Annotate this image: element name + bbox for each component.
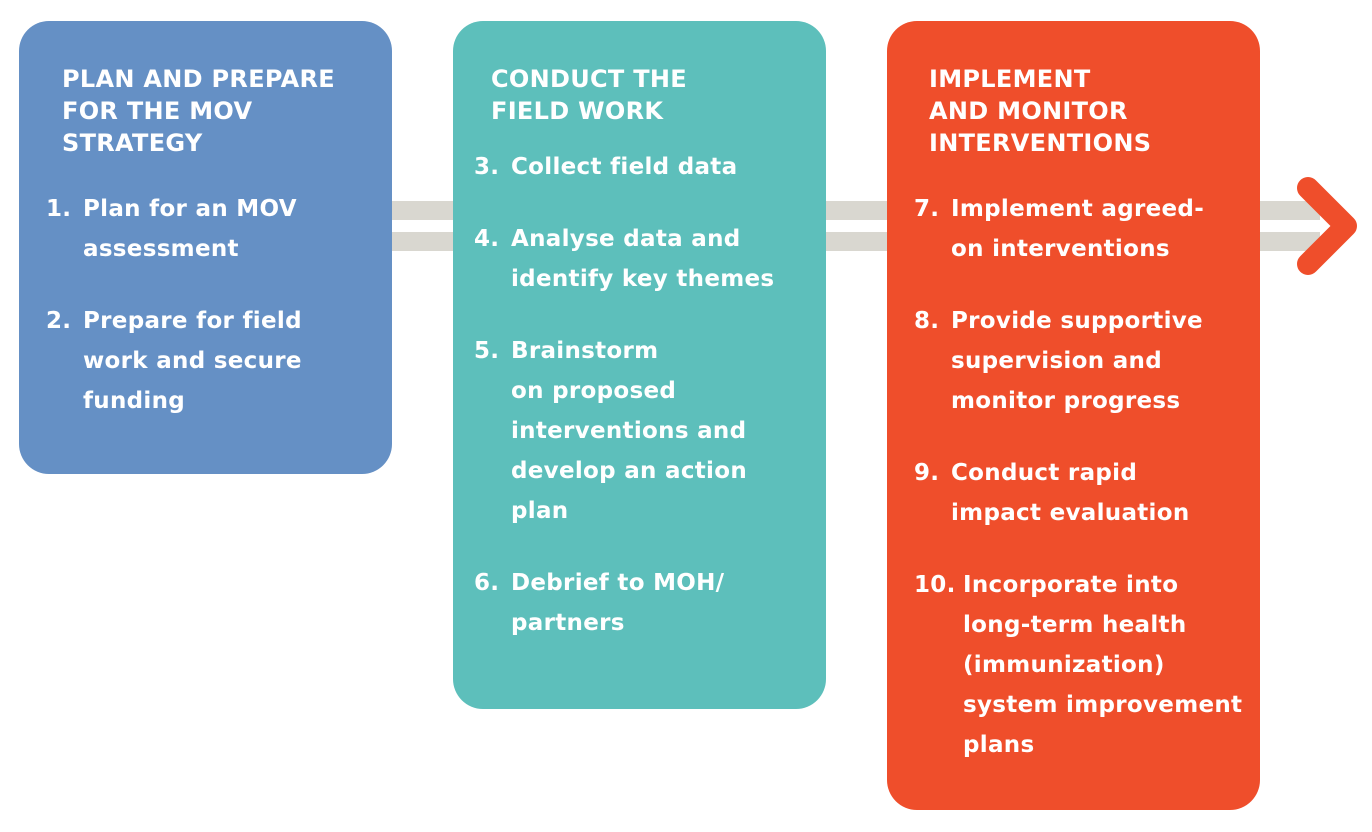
step-number: 6. <box>474 570 500 596</box>
step-text: Implement agreed- on interventions <box>951 196 1205 262</box>
phase-heading: PLAN AND PREPARE FOR THE MOV STRATEGY <box>62 65 335 157</box>
step-text: Incorporate into long-term health (immun… <box>963 572 1243 758</box>
step-number: 10. <box>914 572 956 598</box>
connector-bar-top-1 <box>392 201 454 220</box>
phase-heading: CONDUCT THE FIELD WORK <box>491 65 688 125</box>
arrow-right-icon <box>1297 177 1357 275</box>
connector-bar-bottom-2 <box>826 232 888 251</box>
step-text: Prepare for field work and secure fundin… <box>83 308 302 414</box>
step-number: 8. <box>914 308 940 334</box>
step-item: 8. Provide supportive supervision and mo… <box>914 301 1248 421</box>
step-text: Debrief to MOH/ partners <box>511 570 725 636</box>
step-item: 10. Incorporate into long-term health (i… <box>914 565 1248 765</box>
connector-bar-bottom-1 <box>392 232 454 251</box>
connector-bar-top-3 <box>1260 201 1320 220</box>
step-item: 6. Debrief to MOH/ partners <box>474 563 806 643</box>
step-text: Plan for an MOV assessment <box>83 196 297 262</box>
connector-bar-bottom-3 <box>1260 232 1320 251</box>
step-item: 1. Plan for an MOV assessment <box>46 189 372 269</box>
step-number: 1. <box>46 196 72 222</box>
step-number: 3. <box>474 154 500 180</box>
step-number: 7. <box>914 196 940 222</box>
step-item: 3. Collect field data <box>474 147 806 187</box>
step-item: 4. Analyse data and identify key themes <box>474 219 806 299</box>
step-number: 4. <box>474 226 500 252</box>
step-item: 2. Prepare for field work and secure fun… <box>46 301 372 421</box>
step-text: Provide supportive supervision and monit… <box>951 308 1203 414</box>
step-text: Analyse data and identify key themes <box>511 226 775 292</box>
step-number: 9. <box>914 460 940 486</box>
step-item: 5. Brainstorm on proposed interventions … <box>474 331 806 531</box>
phase-box-fieldwork: CONDUCT THE FIELD WORK 3. Collect field … <box>453 21 826 709</box>
step-text: Conduct rapid impact evaluation <box>951 460 1190 526</box>
step-number: 2. <box>46 308 72 334</box>
step-text: Brainstorm on proposed interventions and… <box>511 338 748 524</box>
phase-heading: IMPLEMENT AND MONITOR INTERVENTIONS <box>929 65 1152 157</box>
phase-box-implement: IMPLEMENT AND MONITOR INTERVENTIONS 7. I… <box>887 21 1260 810</box>
step-text: Collect field data <box>511 154 738 180</box>
step-number: 5. <box>474 338 500 364</box>
phase-box-plan: PLAN AND PREPARE FOR THE MOV STRATEGY 1.… <box>19 21 392 474</box>
step-item: 9. Conduct rapid impact evaluation <box>914 453 1248 533</box>
step-item: 7. Implement agreed- on interventions <box>914 189 1248 269</box>
connector-bar-top-2 <box>826 201 888 220</box>
